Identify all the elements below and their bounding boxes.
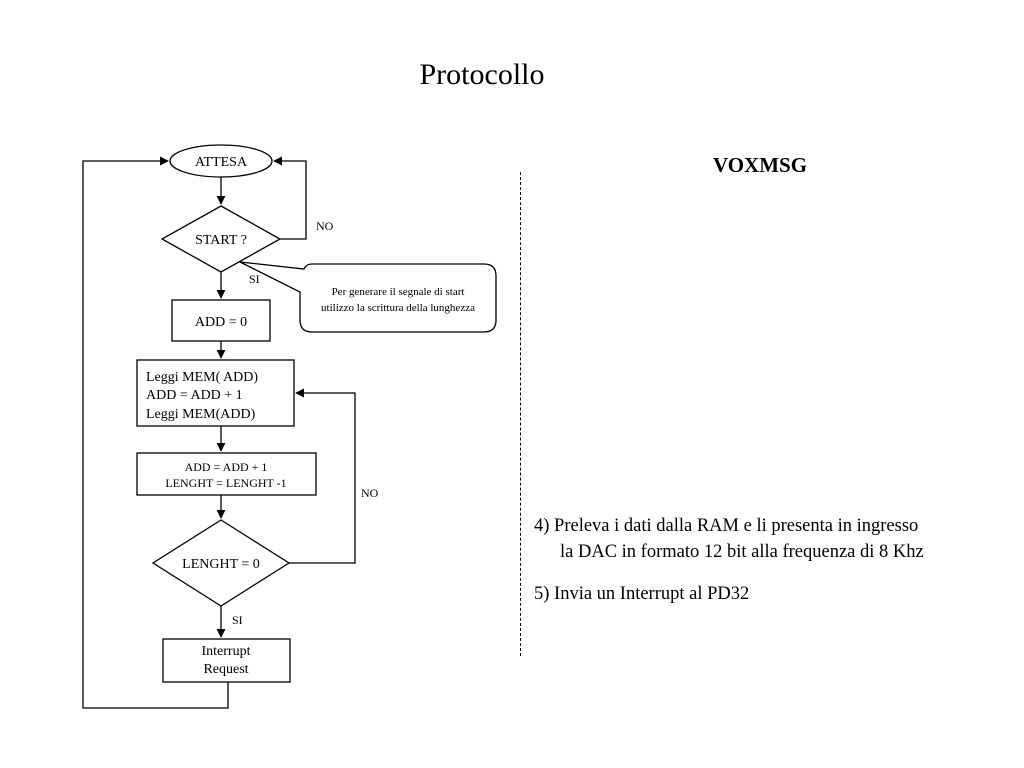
callout-bubble	[239, 261, 497, 333]
interrupt-line-1: Interrupt	[202, 644, 251, 659]
step-4-line-2: la DAC in formato 12 bit alla frequenza …	[560, 542, 924, 562]
si-label-length: SI	[232, 613, 243, 627]
steps-list: 4) Preleva i dati dalla RAM e li present…	[534, 513, 1020, 607]
arrow-return-loop	[82, 156, 229, 709]
update-line-2: LENGHT = LENGHT -1	[165, 476, 286, 490]
flowchart: ATTESA START ? NO SI Per generare il seg…	[82, 144, 497, 709]
dashed-divider	[520, 172, 521, 656]
step-5-line-1: 5) Invia un Interrupt al PD32	[534, 584, 750, 604]
read-box	[136, 359, 295, 427]
start-decision-label: START ?	[195, 233, 247, 248]
step-4: 4) Preleva i dati dalla RAM e li present…	[534, 513, 1020, 565]
no-label-length: NO	[361, 486, 379, 500]
step-4-line-1: 4) Preleva i dati dalla RAM e li present…	[534, 516, 919, 536]
read-line-1: Leggi MEM( ADD)	[146, 370, 258, 385]
arrow-length-no-loop	[289, 388, 356, 564]
length-decision-label: LENGHT = 0	[182, 557, 260, 572]
add-init-label: ADD = 0	[195, 315, 247, 330]
arrow-start-no-loop	[273, 156, 307, 240]
update-box	[136, 452, 317, 496]
interrupt-line-2: Request	[203, 662, 248, 677]
interrupt-box	[162, 638, 291, 683]
no-label-start: NO	[316, 219, 334, 233]
start-node-label: ATTESA	[195, 155, 248, 170]
callout-line-2: utilizzo la scrittura della lunghezza	[321, 302, 475, 314]
add-init-box	[171, 299, 271, 342]
page-title: Protocollo	[419, 58, 545, 91]
section-title: VOXMSG	[712, 153, 808, 177]
si-label-start: SI	[249, 272, 260, 286]
read-line-2: ADD = ADD + 1	[146, 388, 243, 403]
read-line-3: Leggi MEM(ADD)	[146, 407, 256, 422]
update-line-1: ADD = ADD + 1	[185, 460, 268, 474]
callout-line-1: Per generare il segnale di start	[332, 286, 465, 298]
step-5: 5) Invia un Interrupt al PD32	[534, 581, 1020, 607]
